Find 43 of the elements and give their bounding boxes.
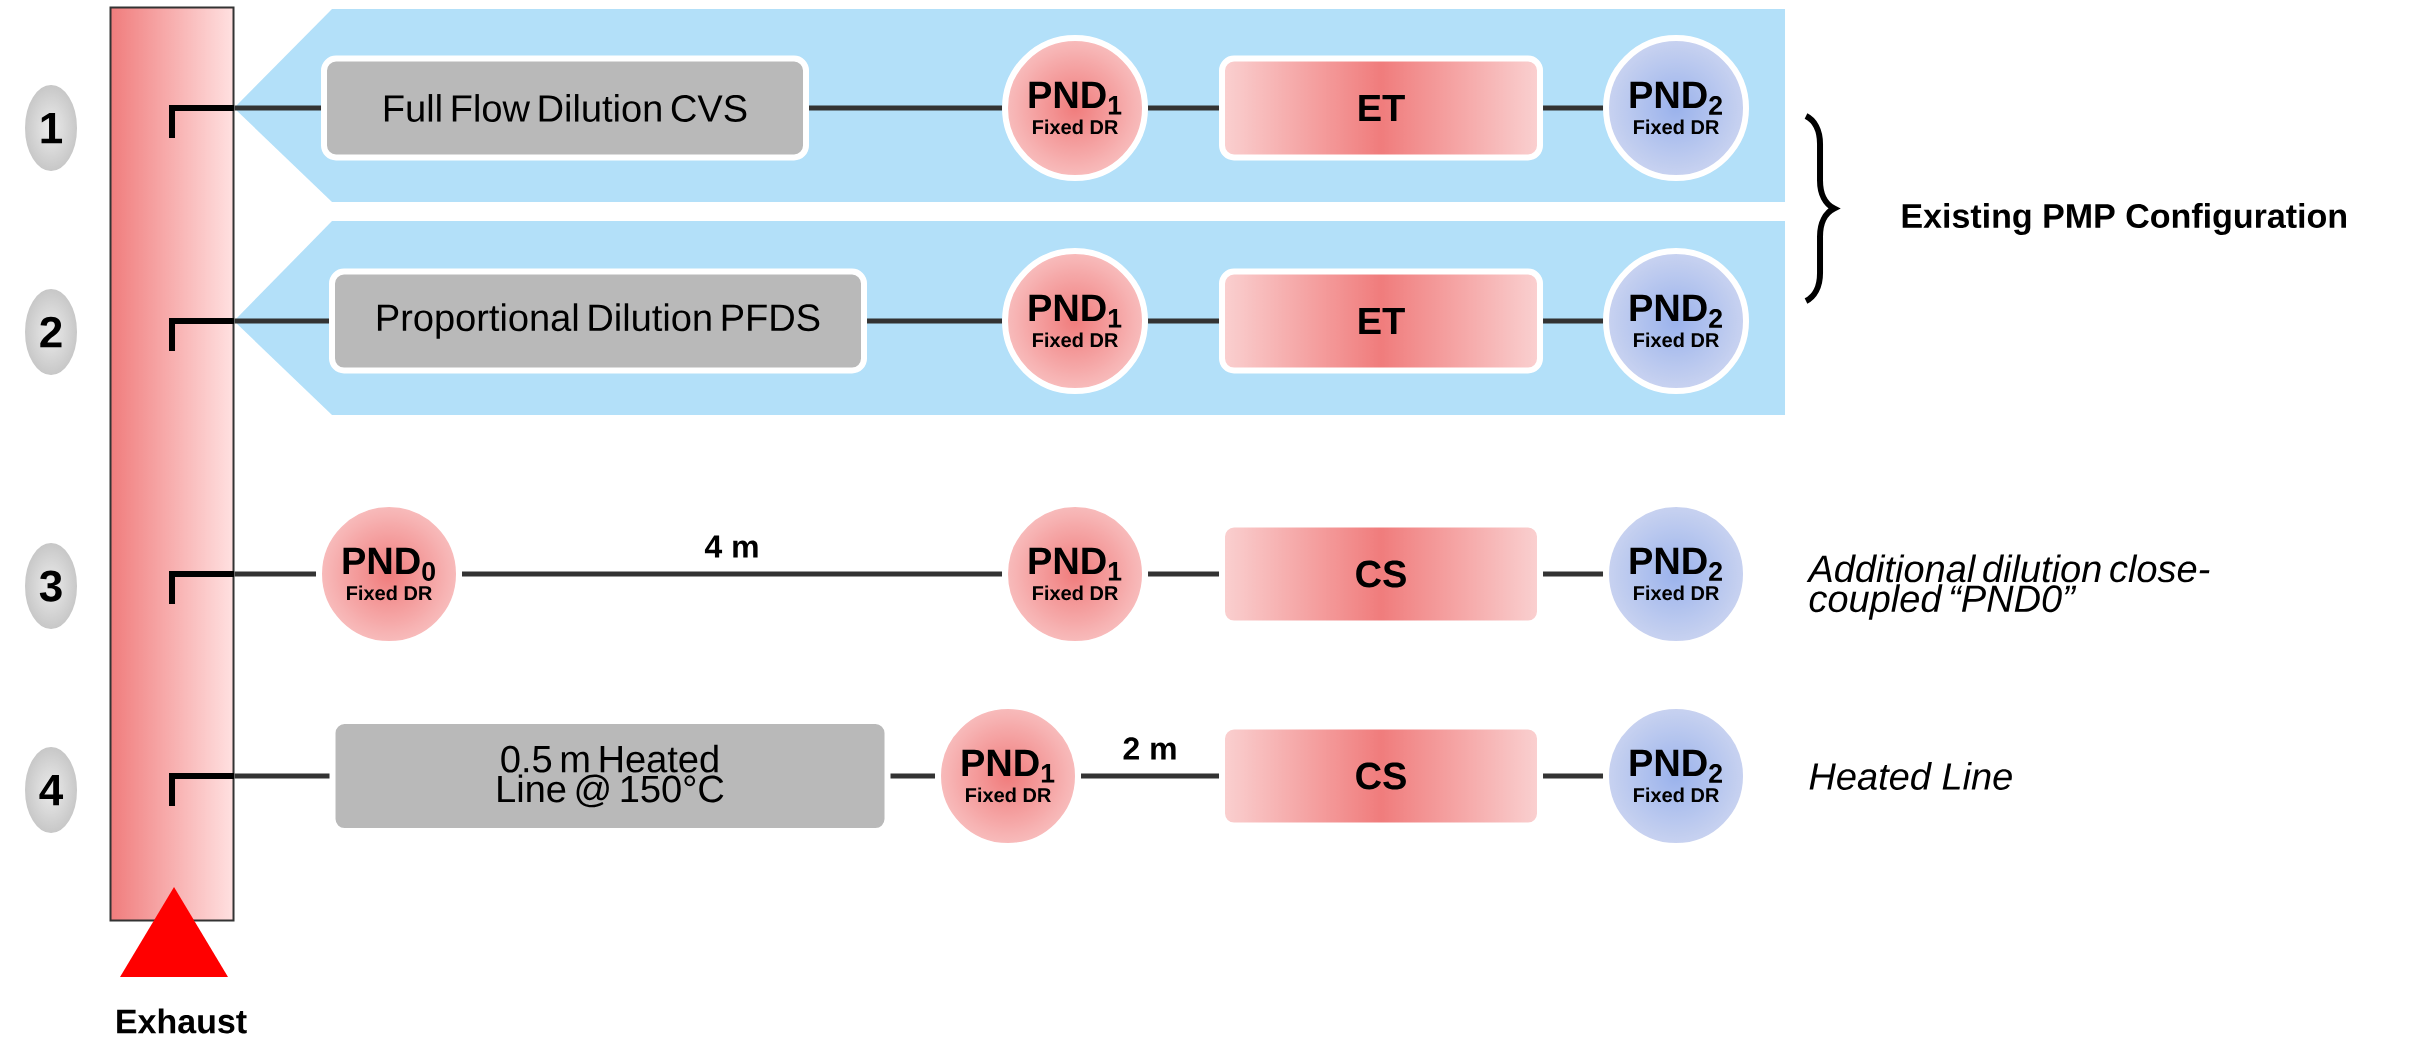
connector-line	[234, 773, 330, 779]
process-box: 0.5 m Heated Line @ 150°C	[329, 718, 891, 834]
process-box: ET	[1219, 55, 1543, 161]
circle-node: PND$_{2}$ Fixed DR	[1603, 248, 1749, 394]
circle-node: PND$_{1}$ Fixed DR	[1002, 501, 1148, 647]
process-box: CS	[1219, 723, 1543, 829]
edge-label: 4 m	[704, 535, 758, 558]
connector-line	[1148, 571, 1219, 577]
row-description: Heated Line	[1809, 762, 2012, 790]
circle-node: PND$_{2}$ Fixed DR	[1603, 35, 1749, 181]
connector-line	[1543, 318, 1603, 324]
connector-line	[234, 571, 316, 577]
circle-node: PND$_{0}$ Fixed DR	[316, 501, 462, 647]
row-number: 4	[21, 743, 81, 837]
connector-line	[809, 105, 1002, 111]
connector-line	[867, 318, 1002, 324]
connector-line	[1148, 105, 1219, 111]
process-box: Full Flow Dilution CVS	[321, 55, 809, 161]
row-number: 2	[21, 285, 81, 379]
connector-line	[890, 773, 935, 779]
connector-line	[1543, 105, 1603, 111]
circle-node: PND$_{2}$ Fixed DR	[1603, 501, 1749, 647]
connector-line	[1543, 571, 1603, 577]
connector-line	[234, 105, 321, 111]
circle-node: PND$_{1}$ Fixed DR	[1002, 35, 1148, 181]
row-number: 1	[21, 81, 81, 175]
circle-node: PND$_{1}$ Fixed DR	[935, 703, 1081, 849]
row-description: Additional dilution close-coupled “PND0”	[1806, 554, 2210, 620]
circle-node: PND$_{2}$ Fixed DR	[1603, 703, 1749, 849]
connector-line	[1081, 773, 1219, 779]
process-box: CS	[1219, 521, 1543, 627]
exhaust-pipe: Exhaust	[109, 6, 247, 1034]
node-label: Exhaust	[117, 1008, 247, 1034]
process-box: ET	[1219, 268, 1543, 374]
connector-line	[1543, 773, 1603, 779]
edge-label: 2 m	[1123, 737, 1176, 760]
connector-line	[1148, 318, 1219, 324]
connector-line	[234, 318, 329, 324]
connector-line	[462, 571, 1002, 577]
process-box: Proportional Dilution PFDS	[329, 268, 867, 374]
group-label: Existing PMP Configuration	[1902, 203, 2346, 235]
circle-node: PND$_{1}$ Fixed DR	[1002, 248, 1148, 394]
row-number: 3	[21, 539, 81, 633]
